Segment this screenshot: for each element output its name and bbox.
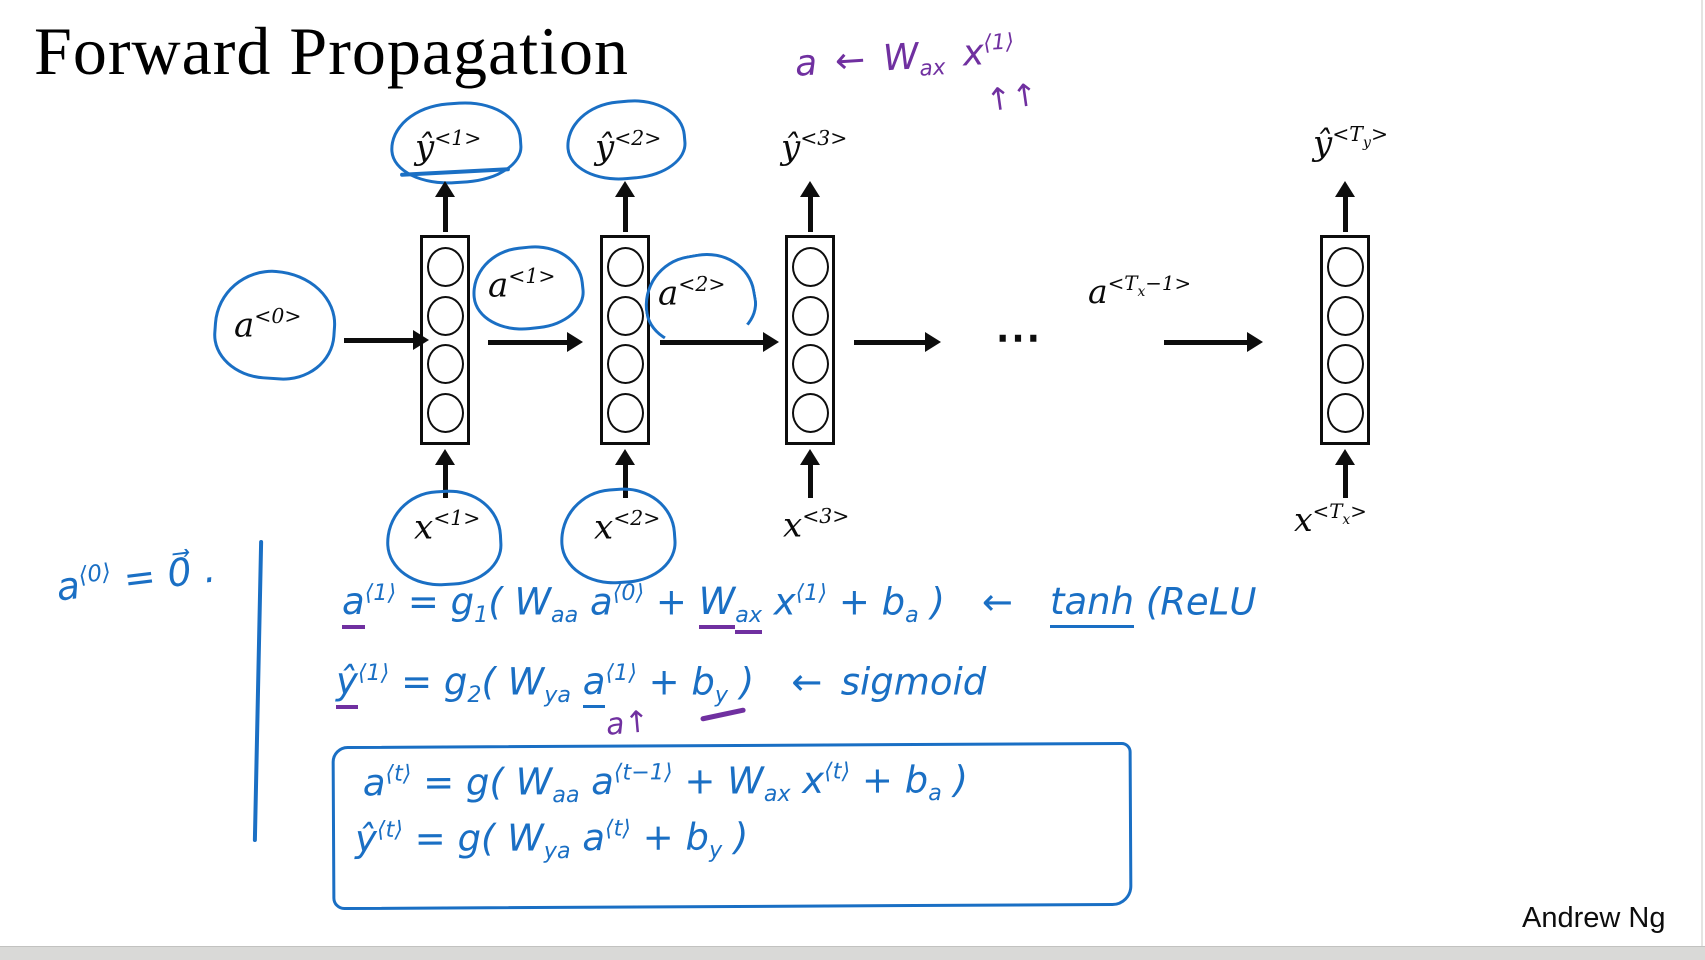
a-label-Tx-1: a<Tx−1>	[1088, 272, 1192, 311]
page-title: Forward Propagation	[34, 13, 630, 89]
input-arrow-3	[808, 464, 813, 498]
activation-arrow-5	[1164, 340, 1248, 345]
a-label-1: a<1>	[488, 264, 556, 306]
init-note: a⟨0⟩ = 0⃗ .	[53, 546, 219, 610]
x-label-Tx: x<Tx>	[1294, 500, 1367, 539]
activation-arrow-3	[660, 340, 764, 345]
ink-divider-line	[252, 539, 263, 843]
general-equations-box: a⟨t⟩ = g( Waa a⟨t−1⟩ + Wax x⟨t⟩ + ba ) ŷ…	[331, 741, 1133, 911]
hidden-unit	[426, 393, 464, 434]
rnn-cell-2	[600, 235, 650, 445]
purple-annotation: a ← Wax x⟨1⟩	[793, 29, 1015, 85]
player-strip	[0, 946, 1705, 960]
rnn-cell-4	[1320, 235, 1370, 445]
x-label-3: x<3>	[783, 504, 850, 546]
output-arrow-2	[623, 196, 628, 232]
purple-dash	[700, 707, 746, 722]
activation-arrow-4	[854, 340, 926, 345]
output-arrow-4	[1343, 196, 1348, 232]
hidden-unit	[791, 393, 829, 434]
hidden-unit	[606, 393, 644, 434]
hidden-unit	[1326, 344, 1364, 385]
ellipsis-dots: ⋯	[995, 311, 1046, 363]
hidden-unit	[606, 344, 644, 385]
ink-ellipse-a2	[636, 244, 764, 356]
ink-ellipse-x2	[556, 484, 680, 588]
y-label-3: ŷ<3>	[781, 126, 848, 168]
hidden-unit	[606, 246, 644, 287]
equation-2: ŷ⟨1⟩ = g2( Wya a⟨1⟩ + by ) ← sigmoid	[336, 660, 987, 710]
ink-ellipse-a1	[467, 240, 589, 336]
author-credit: Andrew Ng	[1522, 902, 1666, 934]
window-edge	[1700, 0, 1703, 960]
purple-subscript-annotation: a↑	[604, 704, 651, 743]
input-arrow-4	[1343, 464, 1348, 498]
y-label-Ty: ŷ<Ty>	[1313, 122, 1389, 164]
y-label-2: ŷ<2>	[595, 126, 662, 168]
rnn-cell-3	[785, 235, 835, 445]
hidden-unit	[791, 295, 829, 336]
a-label-2: a<2>	[658, 272, 726, 314]
hidden-unit	[426, 295, 464, 336]
hidden-unit	[791, 246, 829, 287]
hidden-unit	[1326, 295, 1364, 336]
ink-ellipse-x1	[383, 487, 505, 589]
input-arrow-1	[443, 464, 448, 498]
box-equation-1: a⟨t⟩ = g( Waa a⟨t−1⟩ + Wax x⟨t⟩ + ba )	[362, 758, 969, 809]
hidden-unit	[426, 344, 464, 385]
hidden-unit	[1326, 246, 1364, 287]
y-label-1: ŷ<1>	[415, 126, 482, 168]
output-arrow-1	[443, 196, 448, 232]
x-label-1: x<1>	[414, 506, 481, 548]
equation-1: a⟨1⟩ = g1( Waa a⟨0⟩ + Wax x⟨1⟩ + ba ) ← …	[342, 580, 1256, 635]
activation-arrow-2	[488, 340, 568, 345]
activation-arrow-1	[344, 338, 414, 343]
hidden-unit	[1326, 393, 1364, 434]
hidden-unit	[426, 246, 464, 287]
x-label-2: x<2>	[594, 506, 661, 548]
input-arrow-2	[623, 464, 628, 498]
box-equation-2: ŷ⟨t⟩ = g( Wya a⟨t⟩ + by )	[354, 815, 749, 865]
output-arrow-3	[808, 196, 813, 232]
hidden-unit	[791, 344, 829, 385]
ink-ellipse-a0	[210, 265, 340, 385]
a-label-0: a<0>	[234, 304, 302, 346]
purple-annotation-arrows: ↑↑	[983, 76, 1041, 120]
hidden-unit	[606, 295, 644, 336]
ink-ellipse-y2	[562, 94, 690, 186]
